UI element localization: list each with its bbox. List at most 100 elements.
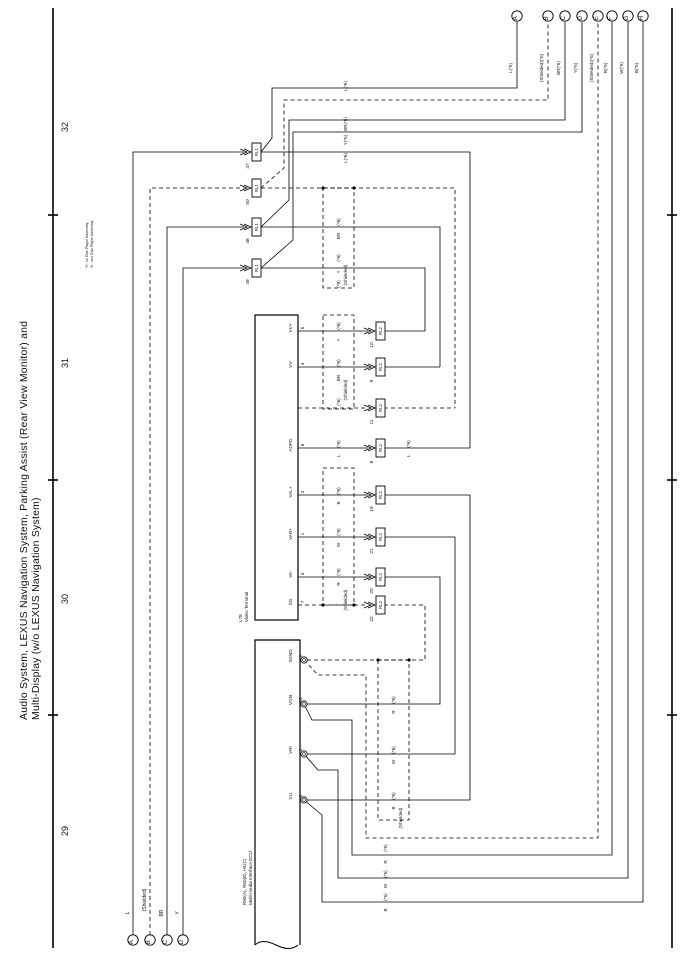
top-wire-label-h: B(*5): [634, 62, 639, 73]
label-l-adpg2: L: [406, 454, 411, 457]
label-n6-a1: (*6): [336, 487, 341, 495]
ecu-terminal-10: [300, 700, 308, 708]
page-number-30: 30: [60, 593, 70, 604]
splice-lower-19-num: 19: [369, 506, 375, 512]
page-number-32: 32: [60, 121, 70, 132]
wire-sgnd: [304, 604, 426, 661]
label-r-e: R: [391, 710, 396, 714]
label-r-f: R: [383, 860, 388, 864]
page-number-29: 29: [60, 825, 70, 836]
label-y5: Y(*5): [343, 134, 348, 145]
label-n6-a2: (*6): [336, 528, 341, 536]
splice-lower-21-code: RL2: [378, 532, 383, 540]
label-w-e: W: [391, 759, 396, 764]
ecu-pin-1-num: 1: [298, 748, 303, 751]
label-l6-mid: L(*6): [343, 153, 348, 163]
arrow-upper-47: [239, 148, 253, 156]
label-n5-h: (*5): [383, 893, 388, 901]
page-frame: [48, 8, 677, 948]
video-pin-va-name: VA-: [288, 570, 293, 578]
top-wire-label-c: BR(*5): [556, 61, 561, 75]
splice-lower-9-code: RL2: [378, 362, 383, 370]
top-connector-e-letter: E: [594, 16, 600, 20]
video-pin-vv-name: VV-: [288, 360, 293, 368]
left-connector-d: [177, 934, 189, 946]
ecu-pin-9-num: 9: [298, 794, 303, 797]
left-connector-a: [127, 934, 139, 946]
wire-br-bus: [261, 226, 441, 367]
splice-upper-49-code: RL1: [254, 263, 259, 271]
note-no-disc-player: *6 : w/o Disc Player Assembly: [90, 220, 94, 268]
label-y-m: Y: [336, 338, 341, 341]
splice-upper-48-code: RL1: [254, 222, 259, 230]
left-wire-label-d: Y: [175, 911, 181, 915]
page-number-31: 31: [60, 357, 70, 368]
video-pin-7-num: 7: [300, 600, 305, 603]
ecu-pin-vgn-name: VGN: [288, 695, 293, 705]
label-l-adpg: L: [336, 454, 341, 457]
arrow-lower-9: [363, 363, 377, 371]
wire-top-g: [303, 22, 629, 879]
left-connector-b: [144, 934, 156, 946]
label-n5-g: (*5): [383, 870, 388, 878]
left-connector-a-letter: A: [129, 940, 135, 944]
video-pin-sg-name: SG: [288, 598, 293, 605]
label-n6-e1: (*6): [391, 696, 396, 704]
splice-lower-8-code: RL2: [378, 443, 383, 451]
top-connector-h-letter: H: [639, 16, 645, 20]
ecu-terminal-dot-10: [302, 702, 306, 706]
top-connector-b: [542, 10, 554, 22]
page-title: Audio System, LEXUS Navigation System, P…: [18, 321, 42, 720]
video-terminal-label: Video Terminal: [244, 591, 249, 622]
wires: [132, 22, 644, 935]
label-b-h: B: [383, 908, 388, 911]
video-pin-8-num: 8: [300, 443, 305, 446]
splice-upper-47-num: 47: [245, 163, 251, 169]
label-w-g: W: [383, 883, 388, 888]
wire-left-a: [132, 151, 244, 935]
arrow-lower-22: [363, 601, 377, 609]
multimedia-ecu-label: Multi-media Interface ECU: [248, 851, 253, 905]
top-connector-f-letter: F: [608, 16, 614, 20]
label-n6-e2: (*6): [391, 746, 396, 754]
label-n6-adpg2: (*6): [406, 440, 411, 448]
ecu-pin-sgnd-name: SGND: [288, 649, 293, 663]
splice-upper-49-num: 49: [245, 279, 251, 285]
top-connector-g: [622, 10, 634, 22]
ecu-terminal-1: [300, 750, 308, 758]
splice-lower-19-code: RL2: [378, 490, 383, 498]
top-connector-b-letter: B: [544, 16, 550, 20]
video-pin-val-name: VAL+: [288, 486, 293, 497]
label-n6-u3: (*6): [336, 280, 341, 288]
component-bodies: [254, 187, 410, 949]
left-wire-label-b: (Shielded): [142, 888, 148, 911]
label-shielded-e: (Shielded): [398, 807, 403, 828]
label-br5: BR(*5): [343, 117, 348, 131]
video-pin-2-num: 2: [300, 490, 305, 493]
video-pin-3-num: 3: [300, 572, 305, 575]
top-connector-d: [576, 10, 588, 22]
label-b-e: B: [391, 806, 396, 809]
ecu-pin-2-num: 2: [298, 654, 303, 657]
option-notes: *5 : w/ Disc Player Assembly *6 : w/o Di…: [85, 220, 95, 268]
top-connector-c-letter: C: [561, 15, 567, 20]
arrow-lower-8: [363, 444, 377, 452]
multimedia-ecu-break: [254, 941, 299, 949]
video-pin-vv-name: VV+: [288, 323, 293, 332]
wire-w-audio: [304, 536, 456, 755]
ecu-terminal-dot-1: [302, 752, 306, 756]
top-wire-label-b: (Shielded)(*5): [539, 53, 544, 82]
ecu-pin-10-num: 10: [298, 697, 303, 703]
label-y-u: Y: [336, 270, 341, 273]
label-n6-m1: (*6): [336, 322, 341, 330]
label-r-a: R: [336, 582, 341, 586]
splice-lower-22-code: RL2: [378, 600, 383, 608]
ecu-pin-vli-name: VLI: [288, 793, 293, 800]
splice-upper-50-num: 50: [245, 199, 251, 205]
arrow-lower-20: [363, 573, 377, 581]
splice-lower-11-code: RL2: [378, 403, 383, 411]
junction-shield-1: [321, 186, 325, 190]
arrow-lower-11: [363, 404, 377, 412]
splice-lower-11-num: 11: [369, 419, 375, 424]
